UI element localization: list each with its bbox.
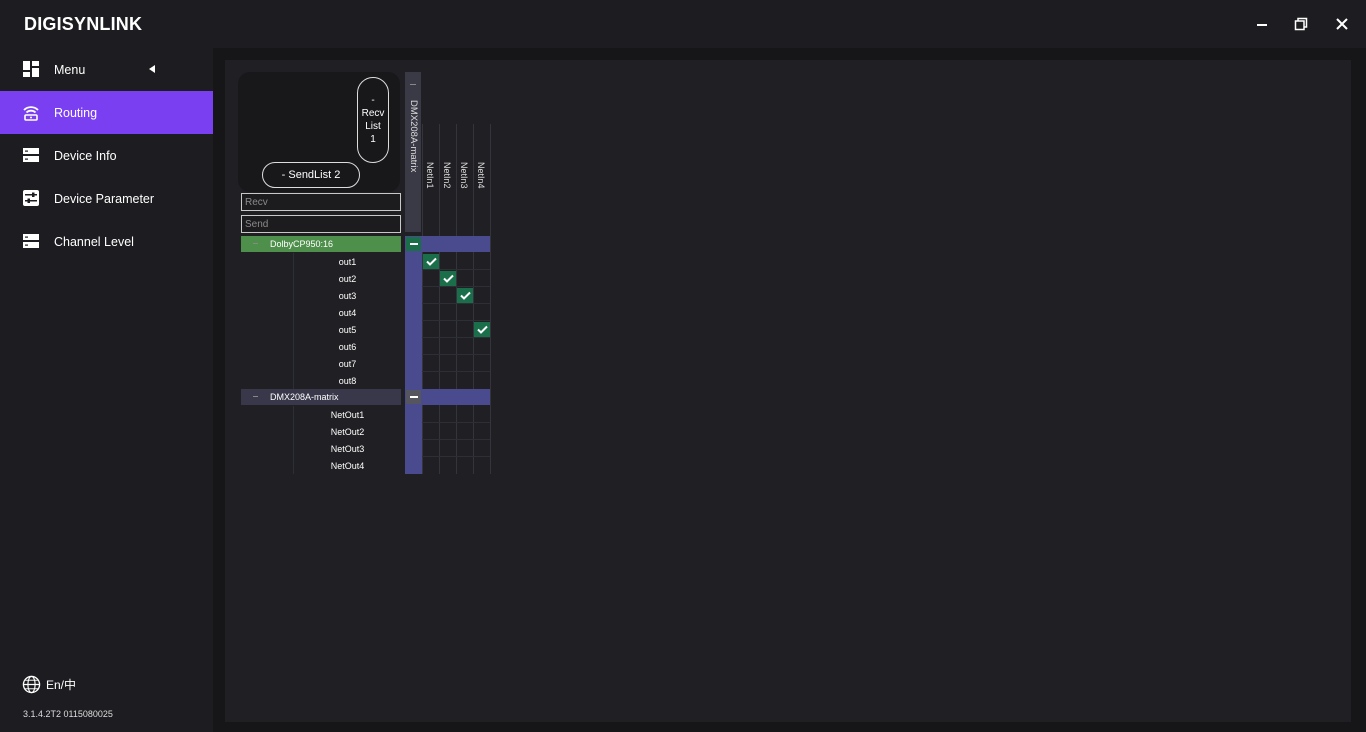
group-route-toggle[interactable] [406, 390, 421, 404]
send-group-row[interactable]: DMX208A-matrix [241, 389, 401, 405]
version-text: 3.1.4.2T2 0115080025 [23, 709, 113, 719]
grid-line [422, 456, 490, 457]
minus-icon [409, 396, 418, 398]
send-channel-label: out6 [293, 338, 401, 355]
sidebar-item-menu[interactable]: Menu [0, 48, 213, 91]
recv-list-button[interactable]: - Recv List 1 [357, 77, 389, 163]
check-icon [425, 257, 437, 266]
send-channel-label: out8 [293, 372, 401, 389]
recv-device-header[interactable]: DMX208A-matrix [405, 72, 421, 232]
wifi-signal-icon [23, 106, 39, 121]
send-channel-label: NetOut1 [293, 406, 401, 423]
send-filter-input[interactable] [241, 215, 401, 233]
routing-matrix-panel: - Recv List 1 - SendList 2 DMX208A-matri… [225, 60, 1351, 722]
grid-line [439, 124, 440, 474]
recv-device-label: DMX208A-matrix [408, 100, 419, 173]
grid-line [422, 286, 490, 287]
check-icon [476, 325, 488, 334]
grid-line [490, 124, 491, 474]
dashboard-icon [23, 61, 39, 77]
send-channel-label: out1 [293, 253, 401, 270]
language-toggle[interactable]: En/中 [22, 675, 76, 694]
globe-icon [22, 675, 41, 694]
recv-device-band [405, 248, 422, 474]
send-channel-label: NetOut2 [293, 423, 401, 440]
send-channel-label: out5 [293, 321, 401, 338]
language-label: En/中 [46, 678, 77, 692]
check-icon [459, 291, 471, 300]
sidebar-item-label: Channel Level [54, 234, 134, 249]
route-check-cell[interactable] [474, 322, 490, 337]
sidebar: Menu Routing Device Info [0, 48, 213, 732]
send-group-label: DolbyCP950:16 [270, 239, 334, 249]
recv-channel-label: NetIn4 [476, 162, 486, 189]
grid-line [422, 269, 490, 270]
grid-line [456, 124, 457, 474]
recv-channel-label: NetIn2 [442, 162, 452, 189]
grid-line [422, 422, 490, 423]
collapse-icon [253, 396, 258, 397]
sidebar-item-label: Device Parameter [54, 191, 155, 206]
app-title: DIGISYNLINK [24, 14, 143, 34]
send-group-band [405, 389, 490, 405]
sidebar-item-routing[interactable]: Routing [0, 91, 213, 134]
minus-icon [409, 243, 418, 245]
main-area: - Recv List 1 - SendList 2 DMX208A-matri… [213, 48, 1366, 732]
restore-button[interactable] [1289, 12, 1313, 36]
recv-channel-label: NetIn1 [425, 162, 435, 189]
server-icon [23, 148, 39, 162]
recv-channel-label: NetIn3 [459, 162, 469, 189]
title-bar: DIGISYNLINK [0, 0, 1366, 48]
collapse-arrow-icon[interactable] [149, 65, 155, 73]
send-channel-label: NetOut3 [293, 440, 401, 457]
minimize-icon [1257, 24, 1267, 26]
send-channel-label: out7 [293, 355, 401, 372]
group-route-toggle[interactable] [406, 237, 421, 251]
collapse-icon [410, 84, 416, 85]
send-group-band [405, 236, 490, 252]
recv-filter-input[interactable] [241, 193, 401, 211]
send-group-row[interactable]: DolbyCP950:16 [241, 236, 401, 252]
send-list-button[interactable]: - SendList 2 [262, 162, 360, 188]
grid-line [422, 371, 490, 372]
grid-line [422, 303, 490, 304]
sidebar-item-channel-level[interactable]: Channel Level [0, 220, 213, 263]
route-check-cell[interactable] [457, 288, 473, 303]
send-channel-label: NetOut4 [293, 457, 401, 474]
server-icon [23, 234, 39, 248]
send-channel-label: out2 [293, 270, 401, 287]
close-icon [1336, 18, 1348, 30]
route-check-cell[interactable] [440, 271, 456, 286]
collapse-icon [253, 243, 258, 244]
sidebar-item-label: Device Info [54, 148, 117, 163]
sidebar-item-device-parameter[interactable]: Device Parameter [0, 177, 213, 220]
sidebar-item-device-info[interactable]: Device Info [0, 134, 213, 177]
grid-line [422, 354, 490, 355]
grid-line [422, 320, 490, 321]
send-channel-label: out3 [293, 287, 401, 304]
grid-line [473, 124, 474, 474]
close-button[interactable] [1330, 12, 1354, 36]
restore-icon [1294, 17, 1308, 31]
route-check-cell[interactable] [423, 254, 439, 269]
send-channel-label: out4 [293, 304, 401, 321]
sliders-icon [23, 190, 39, 206]
sidebar-item-label: Routing [54, 105, 98, 120]
grid-line [422, 124, 423, 474]
grid-line [422, 337, 490, 338]
minimize-button[interactable] [1250, 12, 1274, 36]
send-group-label: DMX208A-matrix [270, 392, 339, 402]
check-icon [442, 274, 454, 283]
sidebar-item-label: Menu [54, 62, 86, 77]
grid-line [422, 439, 490, 440]
